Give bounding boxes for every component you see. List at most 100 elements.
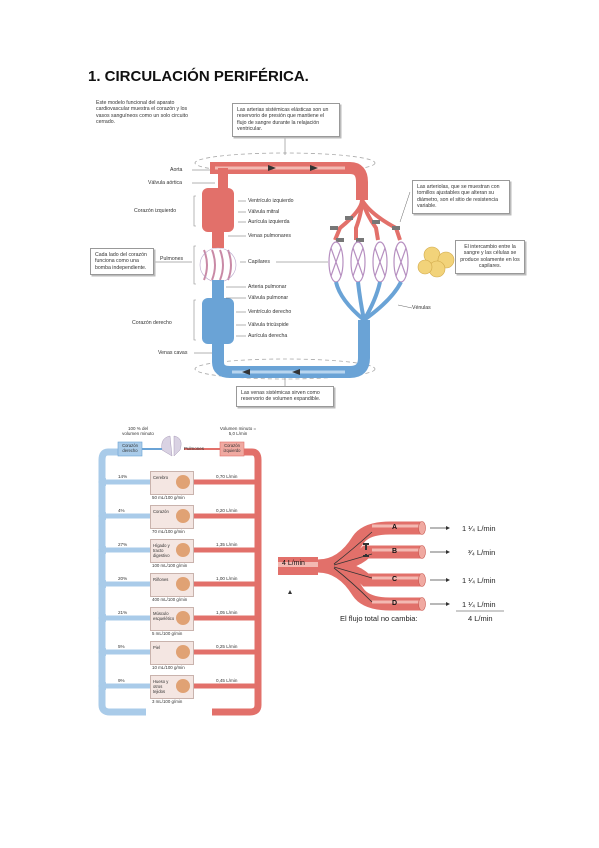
organ-branches [98,478,258,690]
flow-arrowhead [98,682,106,690]
organ-percent: 9% [118,678,125,683]
organ-flow-per-mass: 5 mL/100 g/min [152,631,183,636]
systemic-arteries [333,198,402,241]
inflow-label: 4 L/min [282,560,305,567]
flow-arrowhead [98,512,106,520]
venae-cavae-label: Venas cavas [158,350,188,356]
branch-c-flow: 1 ¹⁄₄ L/min [462,576,496,585]
tricuspid-valve-label: Válvula tricúspide [248,322,289,328]
systemic-capillaries [328,241,409,283]
organ-flow: 0,20 L/min [216,508,238,513]
organ-flow-per-mass: 10 mL/100 g/min [152,665,185,670]
organ-box: Piel [150,641,194,665]
organ-flow: 0,25 L/min [216,644,238,649]
organ-icon [176,577,190,591]
flow-arrowhead [98,546,106,554]
arterioles-callout: Las arteriolas, que se muestran con torn… [412,180,510,214]
left-heart-box-label: Corazón izquierdo [223,443,241,453]
pulmonary-veins-label: Venas pulmonares [248,233,291,239]
left-heart-shape [202,188,234,232]
branch-a-label: A [392,524,398,531]
organ-name: Corazón [153,509,169,514]
organ-flow-per-mass: 50 mL/100 g/min [152,495,185,500]
right-heart-label: Corazón derecho [132,320,172,326]
aortic-valve-label: Válvula aórtica [148,180,183,186]
organ-flow: 0,70 L/min [216,474,238,479]
distribution-diagram [98,435,262,716]
intro-text: Este modelo funcional del aparato cardio… [96,100,188,126]
figure-parallel-flow: 4 L/min A B C D 1 ¹⁄₄ L/min ³⁄₄ L/min 1 … [262,510,542,630]
organ-name: Hueso y otros tejidos [153,679,169,694]
left-ventricle-label: Ventrículo izquierdo [248,198,294,204]
organ-box: Hueso y otros tejidos [150,675,194,699]
branch-d-flow: 1 ¹⁄₄ L/min [462,600,496,609]
organ-percent: 5% [118,644,125,649]
organ-box: Hígado y tracto digestivo [150,539,194,563]
right-heart-shape [202,298,234,344]
organ-icon [176,475,190,489]
organ-box: Cerebro [150,471,194,495]
organ-flow: 1,05 L/min [216,610,238,615]
organ-icon [176,543,190,557]
exchange-callout: El intercambio entre la sangre y las cél… [455,240,525,274]
organ-flow: 1,00 L/min [216,576,238,581]
aorta-label: Aorta [170,167,183,173]
organ-percent: 20% [118,576,128,581]
capillaries-label: Capilares [248,259,270,265]
flow-arrowhead [98,648,106,656]
branch-c-label: C [392,576,398,583]
organ-name: Músculo esquelético [153,611,175,621]
venules-label: Vénulas [412,305,431,311]
figure-flow-distribution: 100 % del volumen minuto Volumen minuto … [80,420,270,730]
circulation-diagram [152,127,455,387]
veins-callout: Las venas sistémicas sirven como reservo… [236,386,334,407]
left-atrium-label: Aurícula izquierda [248,219,290,225]
pulmonary-valve-label: Válvula pulmonar [248,295,289,301]
organ-flow-per-mass: 70 mL/100 g/min [152,529,185,534]
organ-flow-per-mass: 100 mL/100 g/min [152,563,188,568]
organ-name: Hígado y tracto digestivo [153,543,170,558]
organ-box: Músculo esquelético [150,607,194,631]
organ-flow: 1,35 L/min [216,542,238,547]
organ-flow-per-mass: 3 mL/100 g/min [152,699,183,704]
cardiac-output-label: 100 % del volumen minuto [122,426,154,437]
organ-flow: 0,45 L/min [216,678,238,683]
lung-capillaries [199,247,237,283]
organ-percent: 14% [118,474,128,479]
organ-name: Piel [153,645,160,650]
organ-percent: 27% [118,542,128,547]
mitral-valve-label: Válvula mitral [248,209,280,215]
organ-icon [176,509,190,523]
organ-percent: 21% [118,610,128,615]
organ-name: Riñones [153,577,169,582]
branch-a-flow: 1 ¹⁄₄ L/min [462,524,496,533]
right-ventricle-label: Ventrículo derecho [248,309,292,315]
arteriole-screws [330,216,400,242]
organ-box: Corazón [150,505,194,529]
tissue-cells [417,246,455,278]
organ-name: Cerebro [153,475,169,480]
lungs-box-label: Pulmones [184,446,205,451]
parallel-flow-diagram [278,521,504,612]
right-atrium-label: Aurícula derecha [248,333,288,339]
total-flow: 4 L/min [468,614,493,623]
organ-box: Riñones [150,573,194,597]
minute-volume-label: Volumen minuto = 5,0 L/min [219,426,257,437]
organ-icon [176,611,190,625]
pump-callout: Cada lado del corazón funciona como una … [90,248,154,276]
arteries-callout: Las arterias sistémicas elásticas son un… [232,103,340,137]
organ-percent: 4% [118,508,125,513]
flow-arrowhead [98,614,106,622]
organ-icon [176,645,190,659]
pulmonary-artery-label: Arteria pulmonar [248,284,287,290]
organ-flow-per-mass: 400 mL/100 g/min [152,597,188,602]
lungs-label: Pulmones [160,256,184,262]
total-caption: El flujo total no cambia: [340,614,418,623]
organ-icon [176,679,190,693]
branch-b-label: B [392,548,398,555]
figure-circulation-model: Este modelo funcional del aparato cardio… [0,0,599,420]
page-heading: 1. CIRCULACIÓN PERIFÉRICA. [88,68,309,85]
flow-arrowhead [98,478,106,486]
flow-arrowhead [98,580,106,588]
left-heart-label: Corazón izquierdo [134,208,177,214]
